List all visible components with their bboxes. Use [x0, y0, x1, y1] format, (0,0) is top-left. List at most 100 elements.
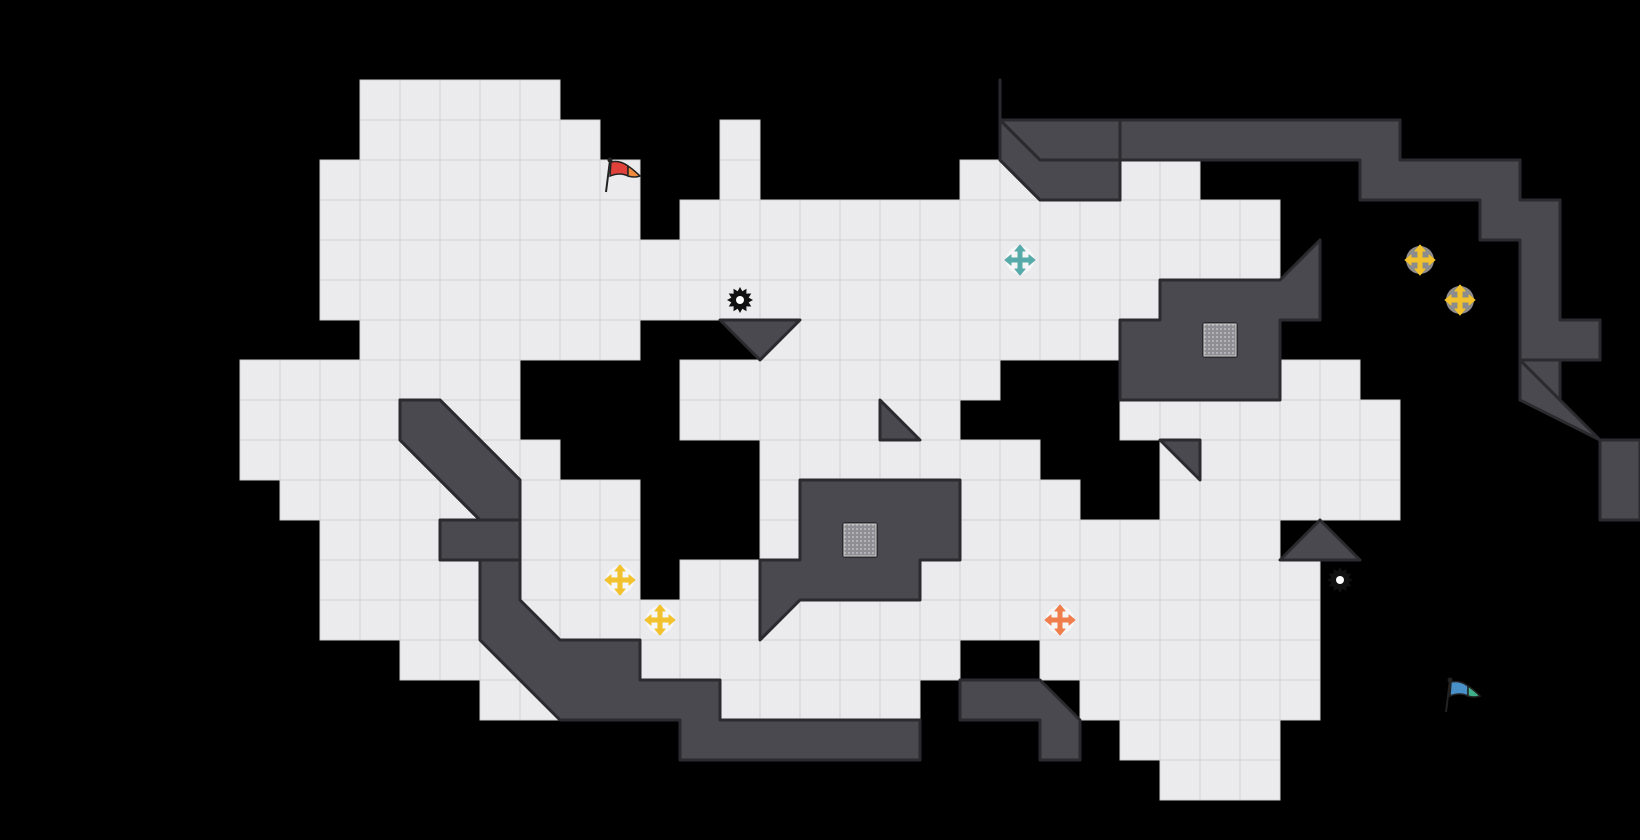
- floor-tile: [719, 199, 761, 241]
- floor-tile: [519, 159, 561, 201]
- floor-tile: [639, 279, 681, 321]
- floor-tile: [319, 439, 361, 481]
- floor-tile: [959, 519, 1001, 561]
- floor-tile: [879, 599, 921, 641]
- floor-tile: [799, 199, 841, 241]
- floor-tile: [759, 479, 801, 521]
- floor-tile: [239, 439, 281, 481]
- floor-tile: [799, 319, 841, 361]
- yellow-mover[interactable]: [1404, 244, 1436, 276]
- floor-tile: [679, 639, 721, 681]
- floor-tile: [919, 199, 961, 241]
- yellow-mover[interactable]: [1444, 284, 1476, 316]
- floor-tile: [839, 239, 881, 281]
- mover-arrow-icon: [1044, 604, 1076, 636]
- floor-tile: [1159, 399, 1201, 441]
- floor-tile: [559, 559, 601, 601]
- floor-tile: [439, 199, 481, 241]
- floor-tile: [559, 479, 601, 521]
- floor-tile: [719, 679, 761, 721]
- floor-tile: [1039, 479, 1081, 521]
- teal-mover[interactable]: [1004, 244, 1036, 276]
- floor-tile: [1039, 239, 1081, 281]
- floor-tile: [479, 199, 521, 241]
- floor-tile: [1279, 439, 1321, 481]
- floor-tile: [1359, 399, 1401, 441]
- wall-segment: [438, 518, 522, 562]
- floor-tile: [1199, 199, 1241, 241]
- floor-tile: [479, 159, 521, 201]
- floor-tile: [319, 159, 361, 201]
- floor-tile: [439, 599, 481, 641]
- floor-tile: [519, 279, 561, 321]
- yellow-mover[interactable]: [644, 604, 676, 636]
- wall-segment: [1518, 358, 1640, 522]
- floor-tile: [719, 119, 761, 161]
- vent-grate: [843, 523, 877, 557]
- floor-tile: [879, 319, 921, 361]
- floor-tile: [479, 359, 521, 401]
- floor-tile: [399, 599, 441, 641]
- floor-tile: [879, 639, 921, 681]
- floor-tile: [959, 599, 1001, 641]
- floor-tile: [319, 399, 361, 441]
- floor-tile: [1119, 519, 1161, 561]
- floor-tile: [1159, 159, 1201, 201]
- floor-tile: [359, 599, 401, 641]
- floor-tile: [839, 359, 881, 401]
- floor-tile: [519, 439, 561, 481]
- floor-tile: [759, 359, 801, 401]
- floor-tile: [439, 119, 481, 161]
- wall-segment: [1118, 238, 1322, 402]
- floor-tile: [679, 199, 721, 241]
- floor-tile: [759, 639, 801, 681]
- floor-tile: [1119, 639, 1161, 681]
- goal-flag[interactable]: [1445, 677, 1482, 713]
- floor-tile: [959, 279, 1001, 321]
- floor-tile: [679, 279, 721, 321]
- floor-tile: [759, 239, 801, 281]
- mover-arrow-icon: [644, 604, 676, 636]
- floor-tile: [759, 519, 801, 561]
- floor-tile: [919, 439, 961, 481]
- floor-tile: [399, 639, 441, 681]
- floor-tile: [959, 159, 1001, 201]
- floor-tile: [1159, 759, 1201, 801]
- flag-pole: [605, 159, 611, 193]
- floor-tile: [399, 479, 441, 521]
- floor-tile: [279, 359, 321, 401]
- floor-tile: [759, 439, 801, 481]
- floor-tile: [1039, 199, 1081, 241]
- floor-tile: [359, 159, 401, 201]
- floor-tile: [919, 639, 961, 681]
- floor-tile: [599, 319, 641, 361]
- floor-tile: [359, 199, 401, 241]
- floor-tile: [479, 319, 521, 361]
- floor-tile: [319, 519, 361, 561]
- orange-mover[interactable]: [1044, 604, 1076, 636]
- floor-tile: [599, 519, 641, 561]
- start-flag[interactable]: [605, 157, 642, 193]
- wall-segment: [1158, 438, 1202, 482]
- floor-tile: [719, 599, 761, 641]
- floor-tile: [359, 79, 401, 121]
- floor-tile: [1239, 519, 1281, 561]
- floor-tile: [1119, 599, 1161, 641]
- floor-tile: [799, 439, 841, 481]
- saw-hub: [736, 296, 744, 304]
- floor-tile: [719, 399, 761, 441]
- flag-pole: [1445, 679, 1451, 713]
- floor-tile: [319, 559, 361, 601]
- floor-tile: [1119, 679, 1161, 721]
- floor-tile: [679, 399, 721, 441]
- floor-tile: [1119, 719, 1161, 761]
- floor-tile: [279, 399, 321, 441]
- floor-tile: [519, 239, 561, 281]
- wall-segment: [878, 398, 922, 442]
- yellow-mover[interactable]: [604, 564, 636, 596]
- floor-tile: [1279, 679, 1321, 721]
- floor-tile: [279, 479, 321, 521]
- vent-grate: [1203, 323, 1237, 357]
- floor-tile: [799, 359, 841, 401]
- floor-tile: [1279, 479, 1321, 521]
